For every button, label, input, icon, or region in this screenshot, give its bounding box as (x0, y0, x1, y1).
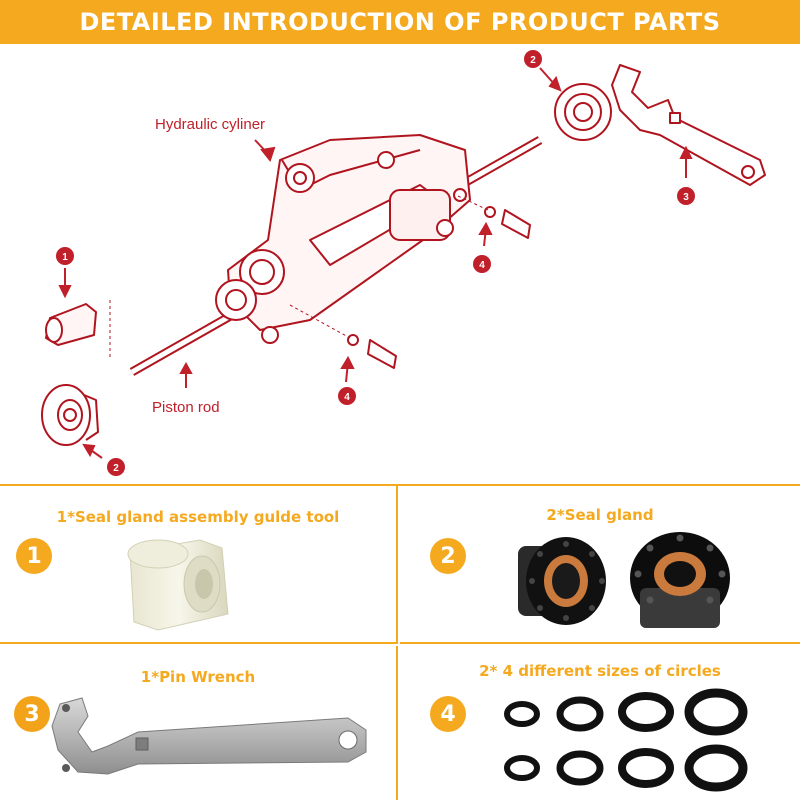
wrench-illustration (611, 64, 766, 186)
guide-tool-illustration (45, 300, 111, 360)
callout-2-bottom: 2 (107, 458, 125, 476)
page-title: DETAILED INTRODUCTION OF PRODUCT PARTS (79, 8, 721, 36)
fitting-bottom-illustration (289, 304, 397, 369)
guide-tool-icon (127, 539, 229, 631)
parts-grid: 1*Seal gland assembly gulde tool 1 2*Sea… (0, 484, 800, 800)
part-title-1: 1*Seal gland assembly gulde tool (56, 508, 340, 526)
label-piston-rod: Piston rod (152, 399, 220, 416)
part-number-badge-3: 3 (14, 696, 50, 732)
callout-3: 3 (677, 187, 695, 205)
svg-text:3: 3 (683, 192, 689, 203)
part-number-badge-2: 2 (430, 538, 466, 574)
svg-text:1: 1 (62, 252, 68, 263)
svg-text:2: 2 (113, 463, 119, 474)
callout-4-bottom: 4 (338, 387, 356, 405)
svg-text:4: 4 (344, 392, 350, 403)
svg-text:4: 4 (479, 260, 485, 271)
fitting-top-illustration (457, 195, 531, 239)
part-title-4: 2* 4 different sizes of circles (479, 662, 721, 680)
part-title-3: 1*Pin Wrench (140, 668, 256, 686)
part-title-2: 2*Seal gland (546, 506, 654, 524)
pin-wrench-icon (51, 697, 367, 775)
exploded-diagram: 1 2 2 3 4 4 Hydraulic cyliner Piston rod (0, 44, 800, 484)
cylinder-body-illustration (215, 134, 471, 344)
seal-gland-bottom-illustration (41, 384, 99, 446)
part-cell-1: 1*Seal gland assembly gulde tool 1 (0, 486, 398, 644)
o-ring-icon (504, 688, 748, 792)
callout-1: 1 (56, 247, 74, 265)
part-number-badge-1: 1 (16, 538, 52, 574)
part-cell-4: 2* 4 different sizes of circles 4 (400, 646, 800, 800)
callout-4-top: 4 (473, 255, 491, 273)
label-hydraulic-cylinder: Hydraulic cyliner (155, 116, 266, 133)
header-banner: DETAILED INTRODUCTION OF PRODUCT PARTS (0, 0, 800, 44)
part-cell-3: 1*Pin Wrench 3 (0, 646, 398, 800)
diagram-drawing: 1 2 2 3 4 4 (41, 50, 766, 476)
part-number-badge-4: 4 (430, 696, 466, 732)
part-cell-2: 2*Seal gland 2 (400, 486, 800, 644)
seal-gland-top-illustration (554, 83, 612, 141)
seal-gland-icon (518, 532, 730, 628)
svg-text:2: 2 (530, 55, 536, 66)
callout-2-top: 2 (524, 50, 542, 68)
